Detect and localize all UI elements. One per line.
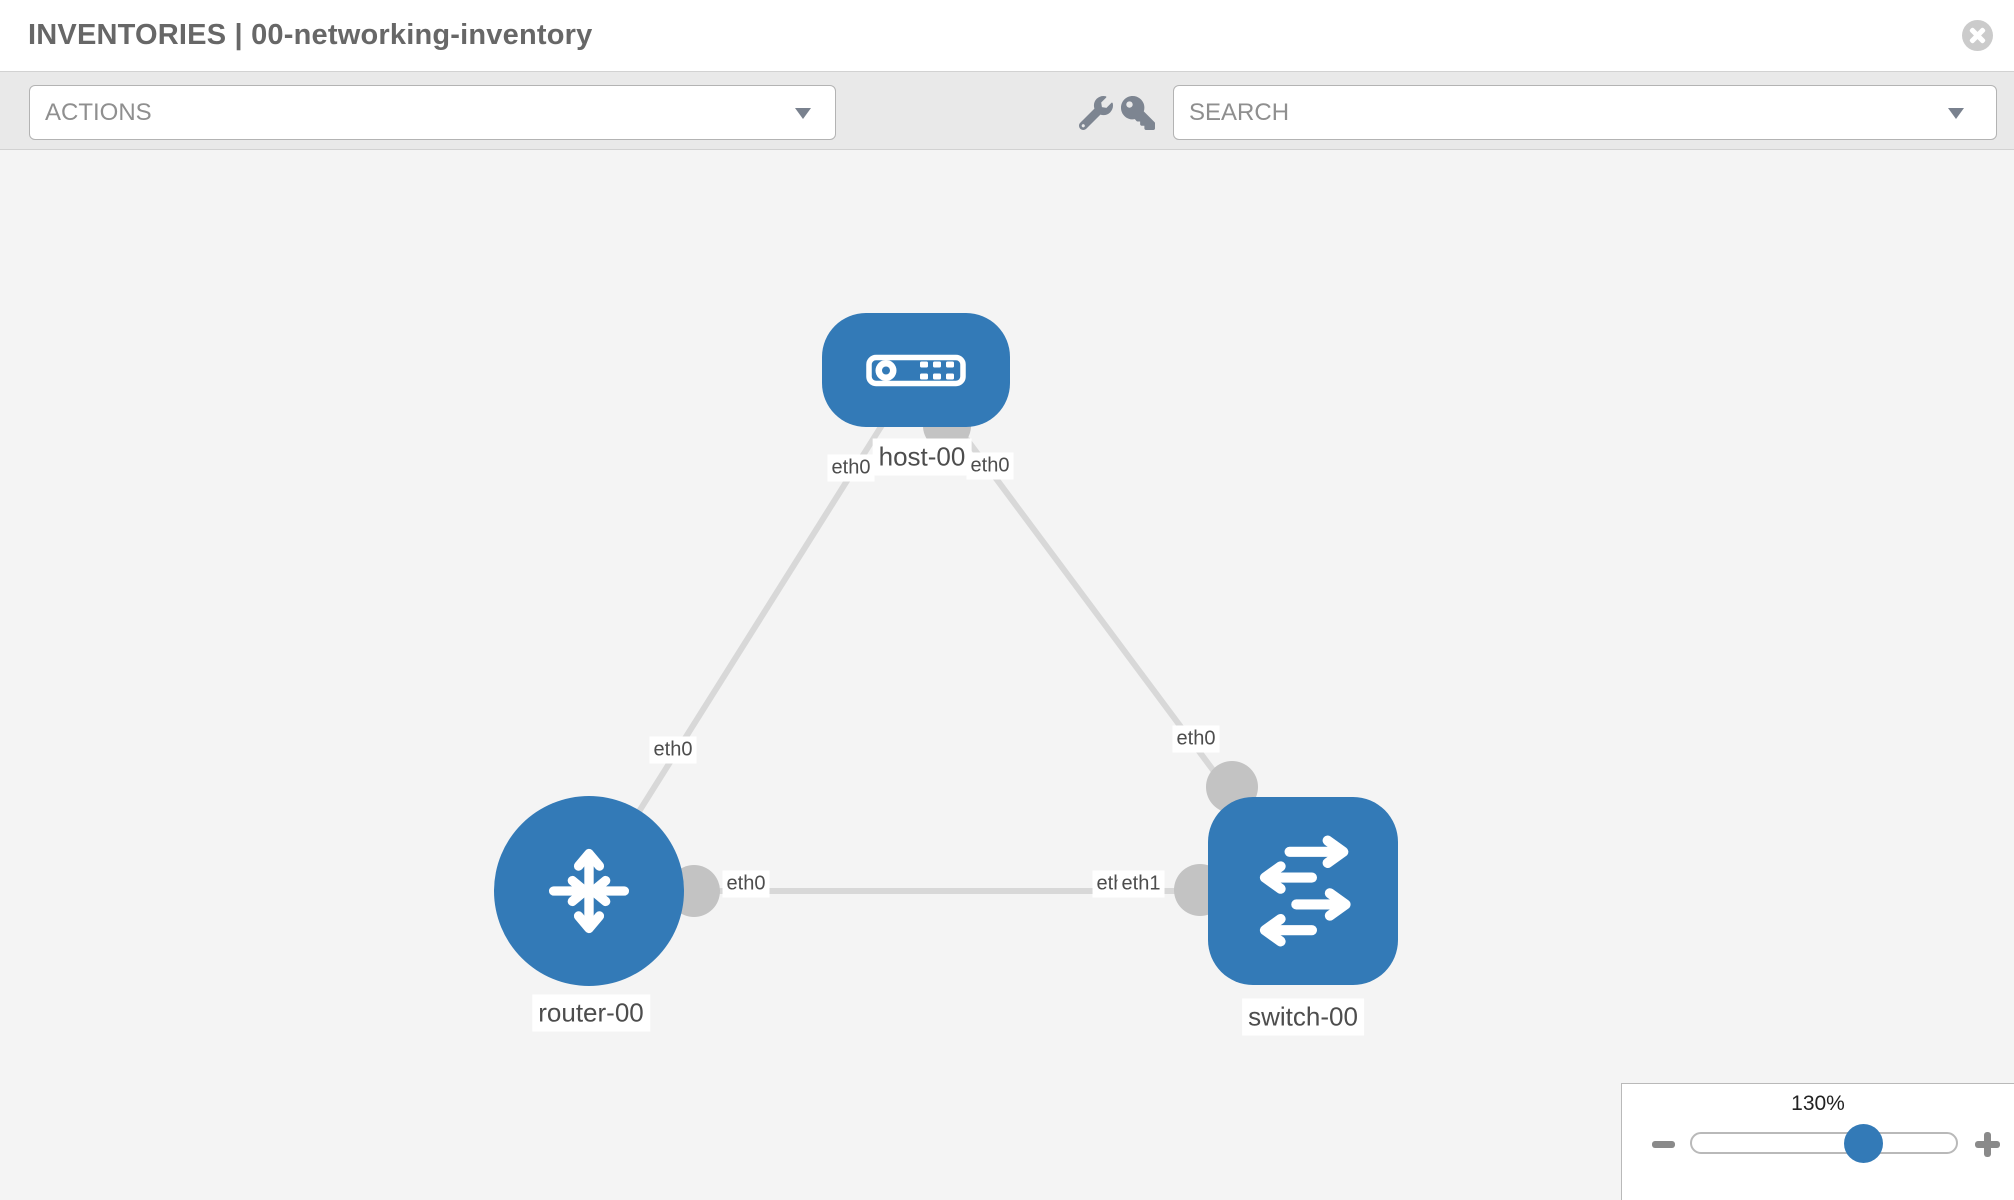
zoom-out-button[interactable] [1652, 1141, 1675, 1148]
zoom-slider-track[interactable] [1690, 1132, 1958, 1154]
header: INVENTORIES | 00-networking-inventory [0, 0, 2014, 71]
key-icon [1121, 96, 1155, 130]
interface-label: eth0 [722, 870, 770, 898]
configure-button[interactable] [1079, 96, 1113, 130]
chevron-down-icon [1948, 108, 1964, 119]
node-label-switch: switch-00 [1242, 998, 1364, 1036]
node-label-host: host-00 [872, 438, 972, 476]
host-icon [866, 354, 966, 386]
chevron-down-icon [795, 108, 811, 119]
zoom-panel: 130% [1621, 1083, 2014, 1200]
router-icon [548, 848, 630, 934]
topology-canvas[interactable]: eth0 eth0 eth0 eth0 eth0 eth0 eth1 host-… [0, 150, 2014, 1200]
plus-icon [1984, 1132, 1991, 1157]
toolbar: ACTIONS SEARCH [0, 71, 2014, 150]
node-router-00[interactable] [494, 796, 684, 986]
switch-icon [1259, 835, 1351, 947]
zoom-level: 130% [1791, 1092, 1845, 1115]
interface-label: eth0 [1172, 725, 1220, 753]
search-dropdown[interactable]: SEARCH [1173, 85, 1997, 140]
close-button[interactable] [1962, 20, 1993, 51]
node-label-router: router-00 [532, 994, 650, 1032]
zoom-in-button[interactable] [1975, 1132, 2000, 1157]
interface-label: eth1 [1117, 870, 1165, 898]
node-host-00[interactable] [822, 313, 1010, 427]
node-switch-00[interactable] [1208, 797, 1398, 985]
interface-label: eth0 [649, 736, 697, 764]
links-layer [586, 369, 1306, 917]
page-title: INVENTORIES | 00-networking-inventory [28, 19, 593, 51]
search-dropdown-label: SEARCH [1189, 99, 1290, 126]
interface-label: eth0 [827, 454, 875, 482]
credentials-button[interactable] [1121, 96, 1155, 130]
interface-label: eth0 [966, 452, 1014, 480]
wrench-icon [1079, 96, 1113, 130]
actions-dropdown-label: ACTIONS [45, 99, 152, 126]
actions-dropdown[interactable]: ACTIONS [29, 85, 836, 140]
zoom-slider-handle[interactable] [1844, 1124, 1883, 1163]
